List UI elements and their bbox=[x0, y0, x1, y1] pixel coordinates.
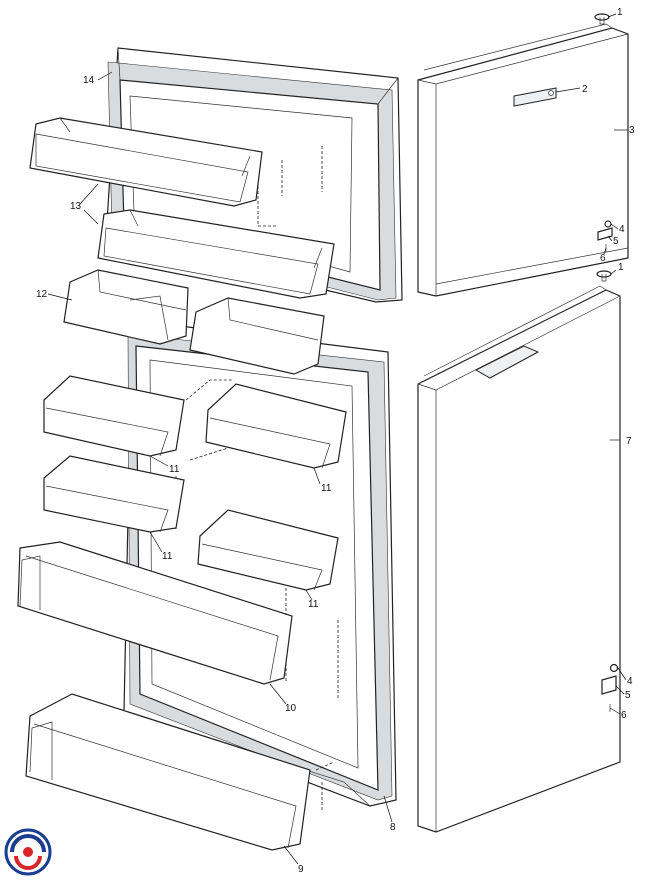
callout-14: 14 bbox=[83, 75, 95, 86]
callout-6-freezer: 6 bbox=[600, 253, 606, 264]
callout-12: 12 bbox=[36, 289, 48, 300]
fridge-door-outer bbox=[417, 285, 621, 833]
callout-8: 8 bbox=[390, 822, 396, 833]
callout-9: 9 bbox=[298, 864, 304, 875]
door-bin-right-upper bbox=[205, 383, 347, 469]
callout-4-fridge: 4 bbox=[627, 676, 633, 687]
callout-1-top: 1 bbox=[617, 7, 623, 18]
callout-4-freezer: 4 bbox=[619, 224, 625, 235]
callout-1-middle: 1 bbox=[618, 262, 624, 273]
callout-2: 2 bbox=[582, 84, 588, 95]
hinge-pin-middle bbox=[596, 270, 612, 282]
dairy-compartment-right bbox=[189, 297, 325, 375]
freezer-door-outer bbox=[417, 23, 629, 297]
door-bin-right-lower bbox=[197, 509, 339, 591]
callout-leaders bbox=[47, 13, 628, 865]
callout-7: 7 bbox=[626, 436, 632, 447]
hinge-pin-top bbox=[594, 13, 610, 25]
door-bin-left-upper bbox=[43, 375, 185, 457]
callout-5-freezer: 5 bbox=[613, 236, 619, 247]
bottle-shelf-bottom bbox=[25, 693, 311, 851]
swirl-logo-icon bbox=[4, 828, 52, 876]
callout-labels: 1 2 3 4 5 6 1 7 4 5 6 8 9 10 11 11 11 11… bbox=[36, 7, 635, 875]
door-bin-left-lower bbox=[43, 455, 185, 533]
fridge-hinge-parts bbox=[601, 663, 619, 712]
callout-6-fridge: 6 bbox=[621, 710, 627, 721]
callout-11-left-upper: 11 bbox=[169, 464, 180, 475]
callout-11-left-lower: 11 bbox=[162, 551, 173, 562]
callout-11-right-upper: 11 bbox=[321, 483, 332, 494]
callout-10: 10 bbox=[285, 703, 297, 714]
callout-5-fridge: 5 bbox=[625, 690, 631, 701]
freezer-door-shelf-lower bbox=[97, 209, 335, 299]
bottle-shelf-middle bbox=[17, 541, 293, 685]
dairy-compartment-left bbox=[63, 269, 189, 345]
callout-3: 3 bbox=[629, 125, 635, 136]
callout-11-right-lower: 11 bbox=[308, 599, 319, 610]
callout-13: 13 bbox=[70, 201, 82, 212]
freezer-door-shelf-upper bbox=[29, 117, 263, 207]
